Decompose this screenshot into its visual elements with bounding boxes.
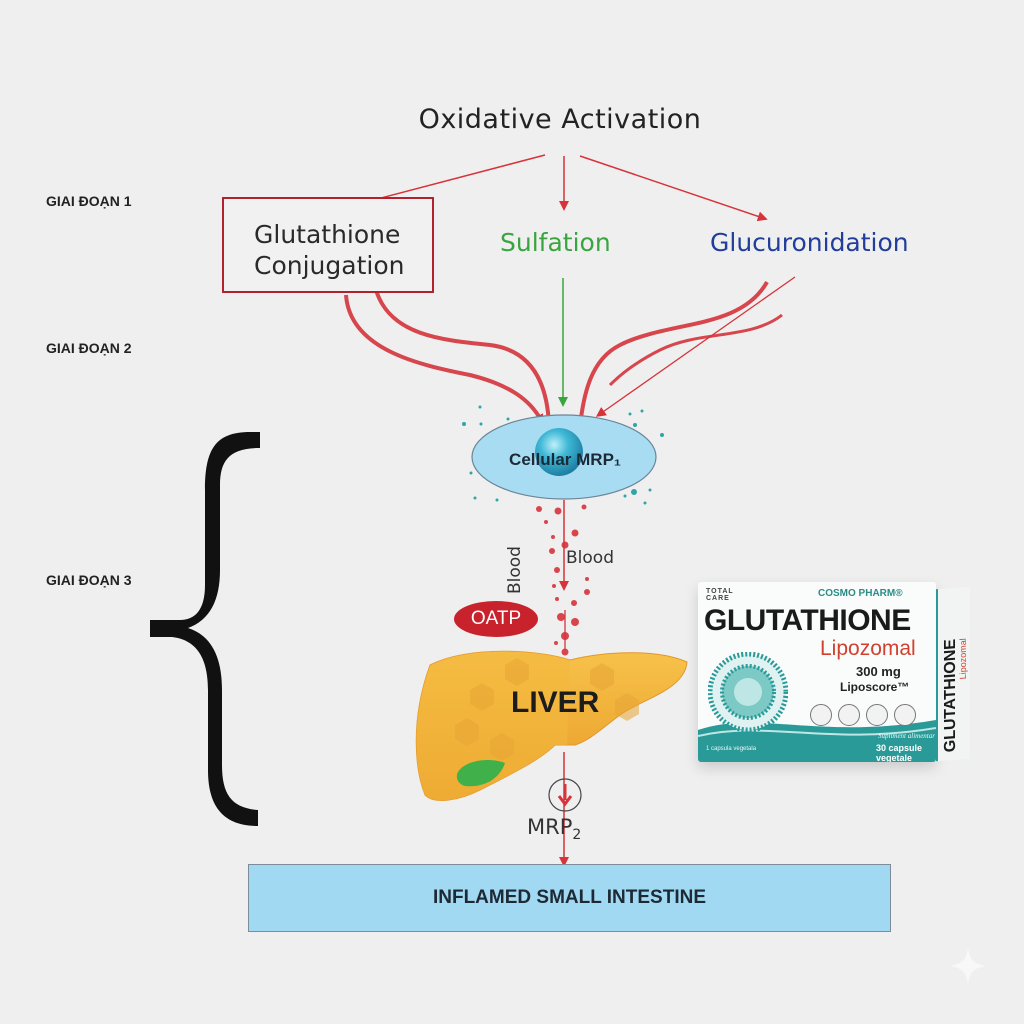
oatp-badge: OATP — [454, 601, 538, 637]
glucuronidation-flow-2 — [608, 313, 783, 387]
stage-2-label: GIAI ĐOẠN 2 — [46, 340, 132, 356]
product-name: GLUTATHIONE — [704, 604, 911, 637]
mrp2-pump-icon — [548, 778, 582, 812]
stage-3-label: GIAI ĐOẠN 3 — [46, 572, 132, 588]
mrp2-label-sub: 2 — [572, 827, 582, 844]
arrow-to-glutathione — [357, 154, 546, 207]
benefit-liver-icon — [894, 704, 916, 726]
sulfation-label: Sulfation — [500, 228, 611, 257]
product-side: GLUTATHIONE Lipozomal — [936, 586, 970, 762]
particles — [462, 405, 664, 505]
product-dose: 300 mg — [856, 664, 901, 679]
glutathione-label-line1: Glutathione — [254, 220, 401, 249]
glucuronidation-flow-1 — [578, 281, 769, 426]
product-count: 30 capsule vegetale — [876, 743, 923, 762]
stage-3-brace — [150, 432, 260, 826]
benefit-body-icon — [866, 704, 888, 726]
brand-left-line2: CARE — [706, 595, 730, 602]
mrp1-label: Cellular MRP₁ — [509, 450, 621, 469]
glutathione-flow-2 — [374, 289, 551, 426]
arrow-to-glucuronidation — [579, 155, 768, 222]
product-brand-left: TOTAL CARE — [706, 588, 734, 602]
glucuronidation-label: Glucuronidation — [710, 228, 909, 257]
product-subtitle: Lipozomal — [820, 637, 916, 660]
blood-label-horizontal: Blood — [566, 548, 614, 568]
product-note: Supliment alimentar — [878, 732, 935, 740]
glutathione-label-line2: Conjugation — [254, 251, 405, 280]
sparkle-icon — [950, 948, 986, 984]
benefit-skin-icon — [838, 704, 860, 726]
gallbladder — [456, 760, 505, 787]
product-side-subtitle: Lipozomal — [958, 637, 968, 680]
liposome-icon — [708, 652, 788, 732]
blood-label-vertical: Blood — [505, 546, 525, 594]
product-front: TOTAL CARE COSMO PHARM® GLUTATHIONE Lipo… — [698, 582, 936, 762]
product-technology: Liposcore™ — [840, 680, 910, 694]
product-box: TOTAL CARE COSMO PHARM® GLUTATHIONE Lipo… — [698, 582, 970, 767]
diagram-title: Oxidative Activation — [418, 104, 702, 135]
mrp1-sphere — [535, 428, 583, 476]
glucuronidation-flow-3 — [595, 276, 796, 417]
blood-drops — [536, 504, 590, 656]
intestine-box: INFLAMED SMALL INTESTINE — [248, 864, 891, 932]
product-wave-band — [698, 720, 936, 762]
mrp2-label-main: MRP — [527, 815, 573, 839]
glutathione-conjugation-box: Glutathione Conjugation — [222, 197, 434, 293]
product-caps-note: 1 capsula vegetala — [706, 746, 757, 752]
benefit-brain-icon — [810, 704, 832, 726]
liver-illustration — [415, 650, 688, 801]
product-brand-right: COSMO PHARM® — [818, 588, 903, 599]
stage-1-label: GIAI ĐOẠN 1 — [46, 193, 132, 209]
mrp2-label: MRP2 — [527, 815, 581, 843]
glutathione-flow-1 — [344, 294, 544, 425]
liver-label: LIVER — [511, 686, 600, 719]
brand-left-line1: TOTAL — [706, 588, 734, 595]
